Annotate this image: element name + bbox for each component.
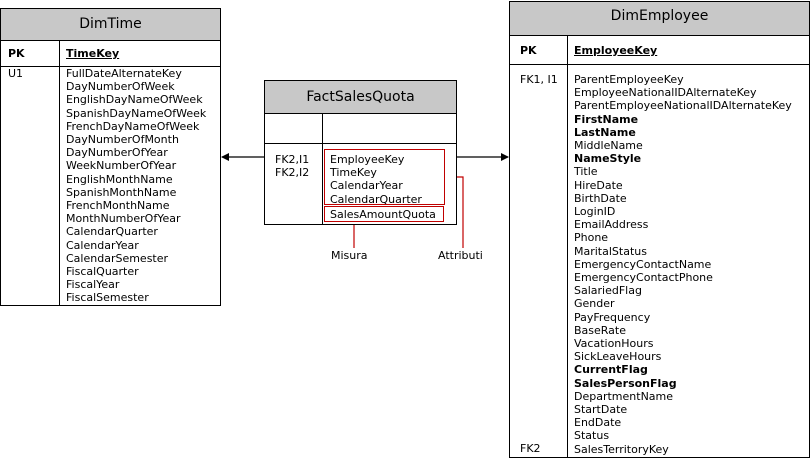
dimtime-title: DimTime — [1, 9, 220, 41]
field-row: Phone — [574, 231, 609, 245]
field-row: SalesTerritoryKey — [574, 442, 669, 456]
measure-caption: Misura — [331, 249, 368, 262]
field-row: FiscalSemester — [66, 291, 149, 305]
factsalesquota-key-tag-1: FK2,I1 — [275, 153, 310, 166]
field-row: NameStyle — [574, 152, 642, 166]
field-row: TimeKey — [330, 166, 377, 180]
field-row: FirstName — [574, 112, 639, 126]
attributes-caption: Attributi — [438, 249, 483, 262]
field-row: FrenchDayNameOfWeek — [66, 119, 200, 133]
field-row: EmergencyContactName — [574, 257, 712, 271]
field-row: SpanishDayNameOfWeek — [66, 106, 207, 120]
field-row: CalendarYear — [330, 179, 403, 193]
field-row: DayNumberOfMonth — [66, 133, 179, 147]
field-row: VacationHours — [574, 337, 654, 351]
dimtime-column-divider — [59, 41, 60, 305]
field-row: FiscalQuarter — [66, 265, 139, 279]
field-row: LoginID — [574, 205, 616, 219]
field-row: StartDate — [574, 403, 628, 417]
dimtime-pk-field: TimeKey — [66, 47, 120, 60]
dimemployee-key-tag-bottom: FK2 — [520, 442, 541, 455]
field-row: CurrentFlag — [574, 363, 648, 377]
dimtime-key-tag: U1 — [8, 67, 24, 80]
field-row: DayNumberOfWeek — [66, 80, 175, 94]
factsalesquota-table: FactSalesQuota FK2,I1 FK2,I2 EmployeeKey… — [264, 80, 457, 225]
field-row: ParentEmployeeNationalIDAlternateKey — [574, 99, 792, 113]
field-row: EndDate — [574, 416, 622, 430]
attributes-highlight-box — [324, 149, 445, 205]
field-row: EmailAddress — [574, 218, 649, 232]
dimemployee-title: DimEmployee — [510, 2, 809, 36]
field-row: CalendarQuarter — [330, 192, 422, 206]
dimemployee-table: DimEmployee PK EmployeeKey FK1, I1 FK2 P… — [509, 1, 810, 458]
dimemployee-pk-label: PK — [520, 44, 537, 57]
measure-highlight-box — [324, 206, 444, 222]
dimtime-table: DimTime PK TimeKey U1 FullDateAlternateK… — [0, 8, 221, 306]
factsalesquota-pk-row — [265, 114, 456, 144]
field-row: BirthDate — [574, 191, 627, 205]
factsalesquota-column-divider — [322, 114, 323, 224]
field-row: LastName — [574, 125, 636, 139]
factsalesquota-key-tag-2: FK2,I2 — [275, 166, 310, 179]
field-row: ParentEmployeeKey — [574, 73, 684, 86]
field-row: EnglishDayNameOfWeek — [66, 93, 203, 107]
field-row: MonthNumberOfYear — [66, 212, 181, 226]
field-row: SalesPersonFlag — [574, 376, 677, 390]
field-row: FullDateAlternateKey — [66, 67, 182, 80]
factsalesquota-measure-field: SalesAmountQuota — [330, 208, 436, 221]
field-row: SickLeaveHours — [574, 350, 662, 364]
field-row: CalendarYear — [66, 238, 139, 252]
field-row: CalendarSemester — [66, 251, 169, 265]
field-row: WeekNumberOfYear — [66, 159, 177, 173]
field-row: CalendarQuarter — [66, 225, 158, 239]
field-row: BaseRate — [574, 323, 627, 337]
dimtime-pk-label: PK — [8, 47, 25, 60]
field-row: SpanishMonthName — [66, 185, 177, 199]
field-row: DepartmentName — [574, 389, 674, 403]
field-row: DayNumberOfYear — [66, 146, 168, 160]
dimemployee-key-tag-top: FK1, I1 — [520, 73, 558, 86]
field-row: PayFrequency — [574, 310, 651, 324]
field-row: EmergencyContactPhone — [574, 271, 713, 285]
factsalesquota-title: FactSalesQuota — [265, 81, 456, 114]
field-row: Title — [574, 165, 598, 179]
field-row: EmployeeNationalIDAlternateKey — [574, 86, 757, 100]
field-row: Gender — [574, 297, 615, 311]
field-row: EmployeeKey — [330, 153, 405, 166]
field-row: FrenchMonthName — [66, 199, 170, 213]
dimemployee-pk-field: EmployeeKey — [574, 44, 658, 57]
field-row: EnglishMonthName — [66, 172, 173, 186]
field-row: FiscalYear — [66, 278, 120, 292]
dimtime-pk-row: PK TimeKey — [1, 41, 220, 67]
field-row: MiddleName — [574, 139, 643, 153]
field-row: MaritalStatus — [574, 244, 647, 258]
field-row: HireDate — [574, 178, 623, 192]
dimemployee-pk-row: PK EmployeeKey — [510, 36, 809, 65]
field-row: SalariedFlag — [574, 284, 642, 298]
dimemployee-column-divider — [567, 36, 568, 457]
field-row: Status — [574, 429, 610, 443]
